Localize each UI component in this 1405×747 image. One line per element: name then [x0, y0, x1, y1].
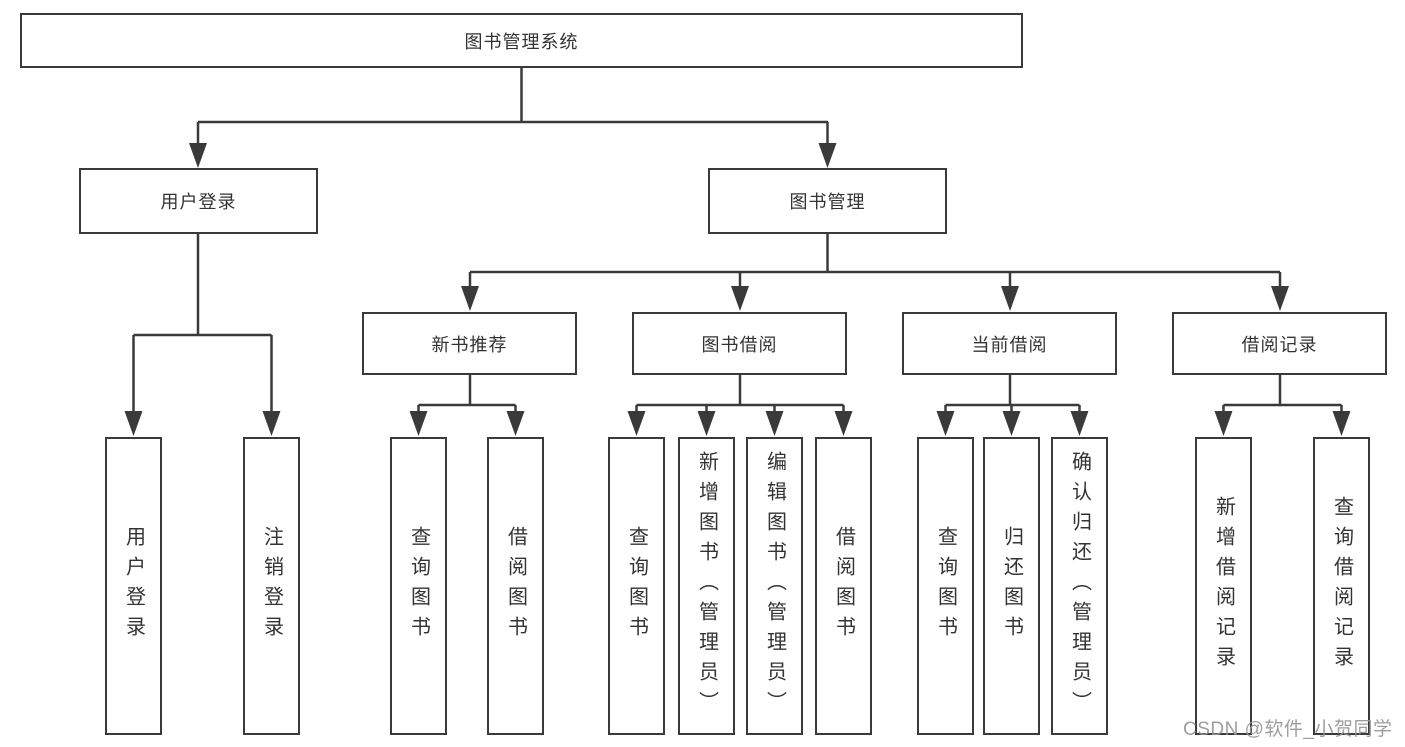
arrowhead-icon [697, 411, 716, 436]
arrowhead-icon [818, 143, 837, 168]
arrowhead-icon [506, 411, 525, 436]
leaf-label: 注销登录 [260, 526, 283, 646]
leaf-label: 归还图书 [1000, 526, 1023, 646]
leaf-borrow-book-1: 借阅图书 [487, 437, 544, 735]
leaf-confirm-return-admin: 确认归还（管理员） [1051, 437, 1108, 735]
arrowhead-icon [124, 411, 143, 436]
arrowhead-icon [627, 411, 646, 436]
node-label: 图书管理 [789, 192, 866, 212]
watermark: CSDN @软件_小贺同学 [1183, 719, 1393, 740]
node-book-borrow: 图书借阅 [632, 312, 847, 375]
leaf-label: 借阅图书 [832, 526, 855, 646]
leaf-label: 查询图书 [407, 526, 430, 646]
leaf-user-login: 用户登录 [105, 437, 162, 735]
leaf-query-borrow-record: 查询借阅记录 [1313, 437, 1370, 735]
leaf-label: 新增借阅记录 [1212, 496, 1235, 676]
node-book-management: 图书管理 [708, 168, 947, 234]
arrowhead-icon [189, 143, 207, 168]
leaf-label: 用户登录 [122, 526, 145, 646]
node-user-login: 用户登录 [79, 168, 318, 234]
leaf-query-book-2: 查询图书 [608, 437, 665, 735]
arrowhead-icon [1002, 411, 1021, 436]
arrowhead-icon [1001, 286, 1019, 311]
arrowhead-icon [936, 411, 955, 436]
leaf-label: 借阅图书 [504, 526, 527, 646]
arrowhead-icon [834, 411, 853, 436]
node-library-system: 图书管理系统 [20, 13, 1023, 68]
leaf-label: 编辑图书（管理员） [763, 451, 786, 721]
arrowhead-icon [1271, 286, 1289, 311]
arrowhead-icon [262, 411, 281, 436]
node-label: 图书借阅 [701, 334, 778, 355]
arrowhead-icon [1332, 411, 1351, 436]
leaf-borrow-book-2: 借阅图书 [815, 437, 872, 735]
leaf-query-book-3: 查询图书 [917, 437, 974, 735]
arrowhead-icon [461, 286, 479, 311]
leaf-add-borrow-record: 新增借阅记录 [1195, 437, 1252, 735]
node-label: 用户登录 [160, 192, 237, 212]
leaf-label: 查询图书 [934, 526, 957, 646]
leaf-logout: 注销登录 [243, 437, 300, 735]
leaf-query-book-1: 查询图书 [390, 437, 447, 735]
node-new-book-recommend: 新书推荐 [362, 312, 577, 375]
leaf-label: 查询图书 [625, 526, 648, 646]
leaf-label: 查询借阅记录 [1330, 496, 1353, 676]
node-label: 当前借阅 [971, 334, 1048, 355]
node-label: 图书管理系统 [464, 31, 579, 52]
leaf-add-book-admin: 新增图书（管理员） [678, 437, 735, 735]
leaf-label: 新增图书（管理员） [695, 451, 718, 721]
node-label: 新书推荐 [431, 334, 508, 355]
arrowhead-icon [1070, 411, 1089, 436]
node-label: 借阅记录 [1241, 334, 1318, 355]
arrowhead-icon [765, 411, 784, 436]
node-borrow-records: 借阅记录 [1172, 312, 1387, 375]
arrowhead-icon [731, 286, 749, 311]
leaf-label: 确认归还（管理员） [1068, 451, 1091, 721]
arrowhead-icon [1214, 411, 1233, 436]
arrowhead-icon [409, 411, 428, 436]
node-current-borrow: 当前借阅 [902, 312, 1117, 375]
leaf-return-book: 归还图书 [983, 437, 1040, 735]
leaf-edit-book-admin: 编辑图书（管理员） [746, 437, 803, 735]
